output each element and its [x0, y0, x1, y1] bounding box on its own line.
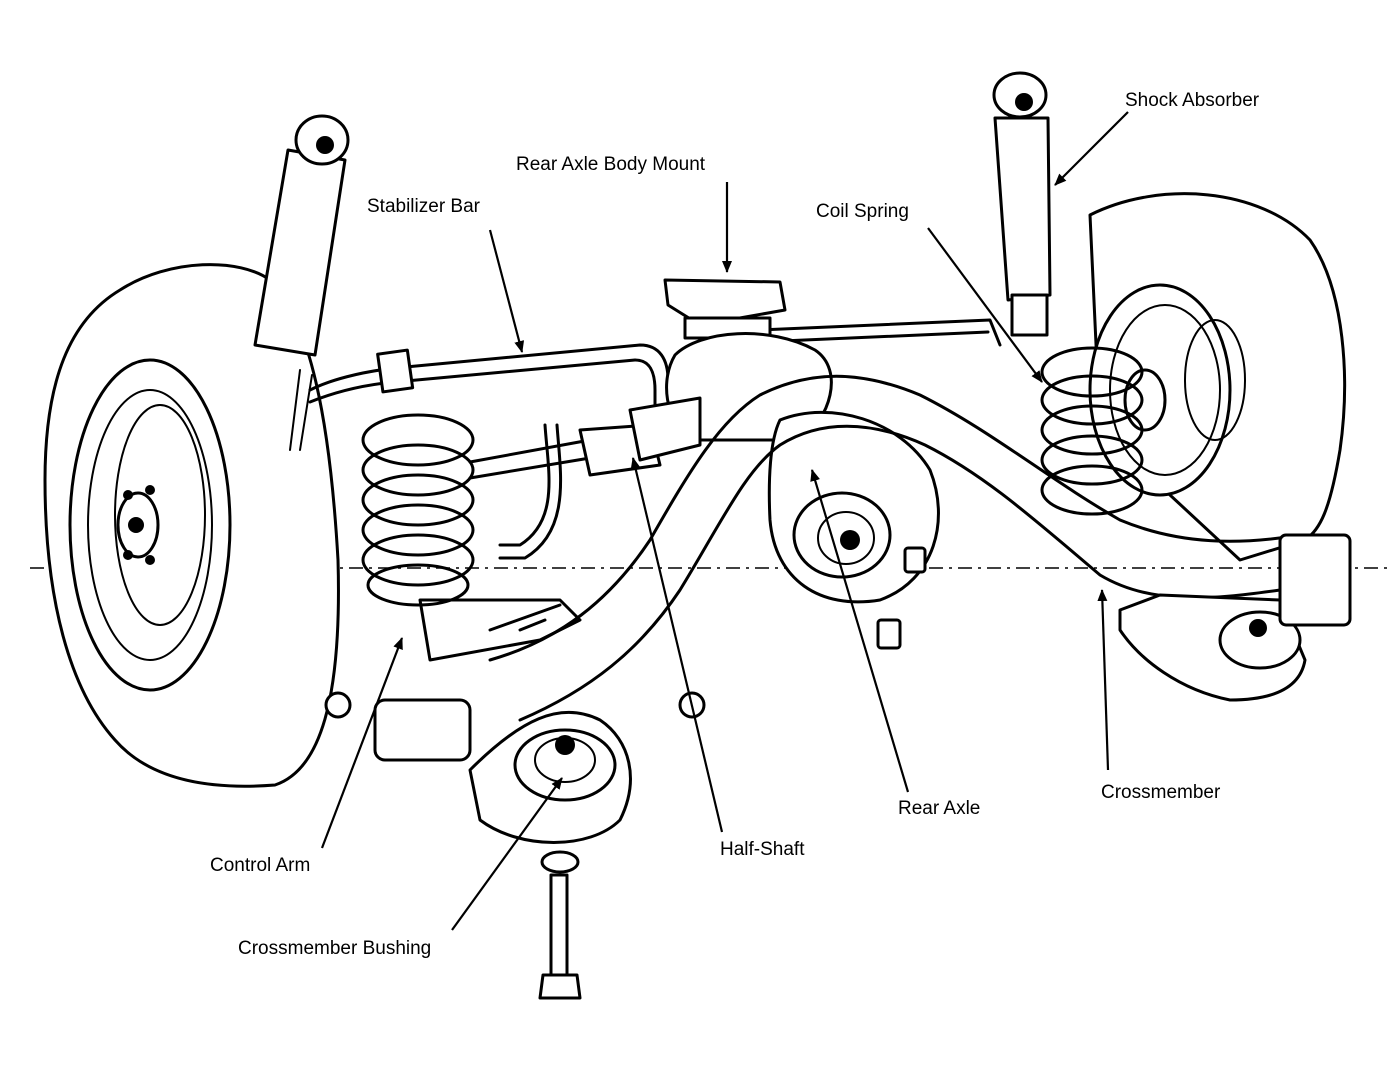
label-rear-axle: Rear Axle: [898, 798, 980, 819]
left-rim-flange: [114, 404, 206, 626]
left-rim-outer: [68, 358, 232, 692]
label-coil-spring: Coil Spring: [816, 201, 909, 222]
label-rear-axle-body-mount: Rear Axle Body Mount: [516, 154, 706, 175]
left-wheel: [43, 263, 340, 788]
leader-stabilizer-bar: [488, 229, 525, 353]
control-arm: [418, 598, 582, 662]
leader-coil-spring: [927, 227, 1043, 383]
leader-crossmember: [1097, 589, 1110, 771]
leader-rear-axle: [810, 469, 910, 793]
left-rim-inner: [87, 389, 213, 661]
right-wheel: [1088, 192, 1347, 562]
label-shock-absorber: Shock Absorber: [1125, 90, 1260, 111]
stabilizer-bar: [308, 318, 1002, 560]
leader-half-shaft: [630, 457, 724, 833]
differential-housing: [665, 332, 940, 604]
left-crossmember-mount: [373, 698, 632, 1000]
left-coil-spring: [361, 413, 475, 607]
leader-control-arm: [320, 637, 404, 849]
crossmember: [488, 374, 1352, 722]
label-crossmember: Crossmember: [1101, 782, 1221, 803]
left-shock-absorber: [253, 114, 350, 451]
left-hub-nut: [128, 517, 144, 533]
label-crossmember-bushing: Crossmember Bushing: [238, 938, 431, 959]
half-shaft: [468, 396, 702, 480]
label-half-shaft: Half-Shaft: [720, 839, 805, 860]
rear-axle-body-mount: [663, 278, 787, 340]
label-control-arm: Control Arm: [210, 855, 310, 876]
right-coil-spring: [1040, 346, 1144, 516]
leader-shock-absorber: [1054, 111, 1129, 186]
leader-crossmember-bushing: [451, 777, 563, 931]
right-shock-absorber: [992, 71, 1052, 337]
label-stabilizer-bar: Stabilizer Bar: [367, 196, 481, 217]
